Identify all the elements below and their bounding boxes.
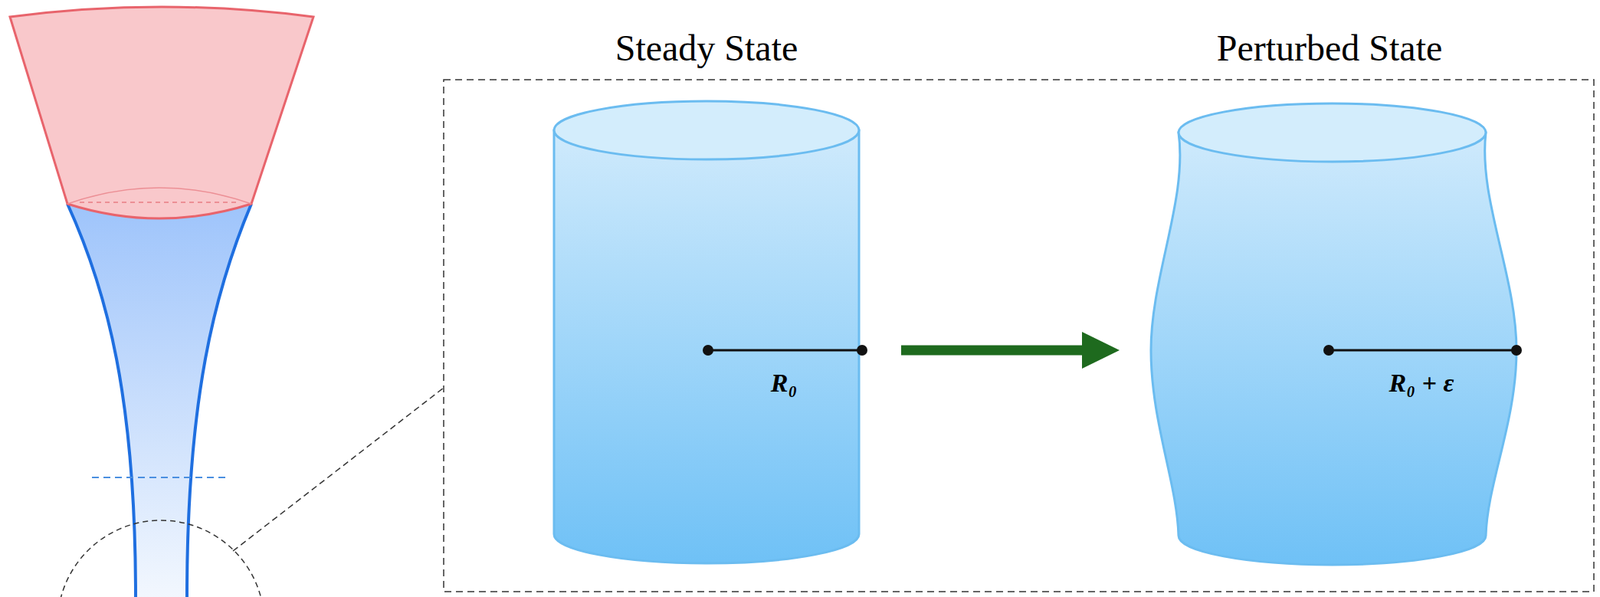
jet-edge: [67, 203, 136, 597]
state-title: Perturbed State: [1216, 28, 1443, 69]
radius-line: [708, 349, 863, 352]
cylinder-body: [554, 130, 860, 564]
zoom-circle: [57, 520, 265, 597]
zoom-leader-line: [232, 387, 444, 551]
steady-cylinder: Steady StateR₀: [554, 22, 860, 568]
cylinder-top: [1178, 103, 1486, 162]
nozzle-shape: [9, 6, 314, 219]
zoom-frame: [443, 79, 1594, 592]
jet-body: [67, 203, 252, 597]
cylinder-shape: [1150, 22, 1517, 568]
radius-dot: [1323, 344, 1335, 356]
cylinder-body: [1150, 132, 1517, 565]
radius-label: R₀: [770, 368, 798, 397]
cylinder-shape: [554, 22, 860, 568]
perturbed-cylinder: Perturbed State R₀ + ε: [1150, 22, 1517, 568]
radius-line: [1328, 349, 1517, 352]
radius-dot: [1511, 344, 1522, 356]
nozzle-inner-arc: [67, 187, 252, 204]
arrow-head: [1081, 331, 1120, 369]
transition-arrow: [901, 331, 1120, 369]
nozzle-dashed-line: [79, 201, 240, 204]
radius-label: R₀ + ε: [1389, 368, 1455, 397]
arrow-shaft: [901, 344, 1086, 355]
cylinder-top: [554, 101, 860, 160]
dashed-level-line: [91, 476, 227, 479]
jet-edge: [186, 203, 252, 597]
state-title: Steady State: [615, 28, 799, 69]
radius-dot: [856, 344, 868, 356]
radius-dot: [702, 344, 714, 356]
